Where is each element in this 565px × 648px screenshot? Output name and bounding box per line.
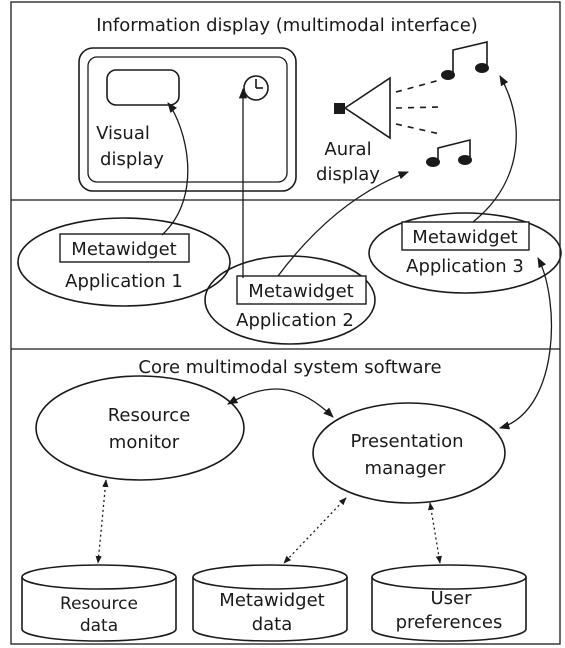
connector-monitor-resource-data — [95, 479, 109, 564]
resource-data-cylinder — [21, 564, 177, 642]
music-note-icon-2 — [426, 138, 472, 167]
connector-app2-aural — [277, 171, 409, 277]
outer-frame — [10, 1, 561, 645]
aural-display-label-1: Aural — [324, 139, 371, 160]
application-1-ellipse — [17, 217, 231, 307]
presentation-manager-label-1: Presentation — [350, 431, 463, 452]
application-2-label: Application 2 — [236, 310, 354, 331]
user-preferences-label-1: User — [430, 588, 472, 609]
section-title-display: Information display (multimodal interfac… — [96, 15, 478, 36]
connector-app3-notes — [472, 75, 517, 223]
metawidget-box-1 — [59, 233, 190, 263]
user-preferences-cylinder — [371, 564, 527, 642]
music-note-icon — [441, 40, 489, 80]
connector-app3-manager — [499, 257, 553, 430]
metawidget-box-2 — [236, 275, 367, 305]
visual-display-label-1: Visual — [96, 123, 150, 144]
speaker-icon — [334, 76, 391, 140]
application-2-ellipse — [204, 255, 376, 345]
resource-monitor-label-2: monitor — [109, 432, 180, 453]
screen-window-icon — [106, 69, 180, 106]
presentation-manager-ellipse — [312, 402, 506, 504]
metawidget-data-label-2: data — [252, 614, 293, 635]
resource-monitor-ellipse — [35, 375, 245, 481]
clock-icon — [243, 75, 269, 101]
resource-data-label-1: Resource — [60, 594, 138, 614]
section-title-core: Core multimodal system software — [138, 357, 441, 378]
metawidget-label-2: Metawidget — [248, 281, 353, 302]
metawidget-data-cylinder — [192, 564, 348, 642]
aural-display-label-2: display — [316, 164, 380, 185]
resource-monitor-label-1: Resource — [108, 405, 191, 426]
metawidget-data-label-1: Metawidget — [219, 590, 324, 611]
connector-manager-metawidget-data — [283, 497, 347, 564]
metawidget-box-3 — [401, 221, 530, 251]
connector-manager-user-preferences — [428, 502, 442, 564]
metawidget-label-3: Metawidget — [412, 227, 517, 248]
user-preferences-label-2: preferences — [396, 612, 503, 633]
metawidget-label-1: Metawidget — [71, 239, 176, 260]
sound-wave-lines — [395, 79, 441, 135]
connector-monitor-manager — [227, 388, 334, 418]
visual-display-label-2: display — [100, 149, 164, 170]
application-3-label: Application 3 — [406, 256, 524, 277]
application-3-ellipse — [368, 212, 562, 294]
connector-app1-visual — [161, 102, 189, 236]
application-1-label: Application 1 — [65, 271, 183, 292]
presentation-manager-label-2: manager — [365, 458, 447, 479]
resource-data-label-2: data — [80, 616, 118, 636]
